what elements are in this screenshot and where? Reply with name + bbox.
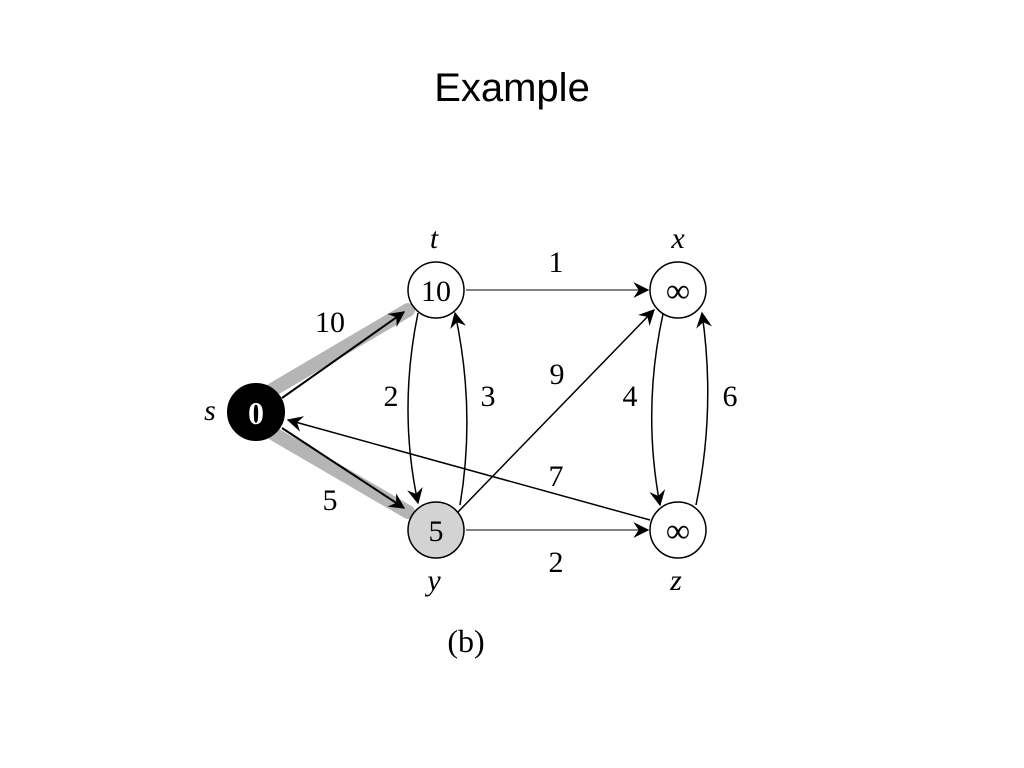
node-label-x: x [670, 222, 685, 255]
edge-weight-y-z: 2 [549, 546, 564, 579]
node-value-y: 5 [429, 515, 444, 548]
edge-weight-s-y: 5 [323, 484, 338, 517]
edge-y-x [457, 309, 655, 513]
edge-weight-t-y: 2 [384, 380, 399, 413]
edge-weight-y-t: 3 [481, 380, 496, 413]
node-z: ∞ [649, 501, 707, 559]
node-value-z: ∞ [666, 513, 690, 550]
highlight-edge-s-y [267, 427, 415, 519]
edge-weight-z-x: 6 [723, 380, 738, 413]
edge-t-y [407, 312, 423, 505]
node-value-s: 0 [248, 395, 264, 431]
edge-weight-s-t: 10 [315, 306, 345, 339]
slide-title: Example [434, 66, 590, 110]
node-label-z: z [669, 564, 682, 597]
node-y: 5 [407, 501, 465, 559]
edge-y-t [450, 311, 468, 506]
node-s: 0 [227, 383, 285, 441]
highlight-edge-s-t [265, 303, 415, 397]
node-value-x: ∞ [666, 273, 690, 310]
diagram-caption: (b) [447, 623, 484, 659]
node-value-t: 10 [421, 275, 451, 308]
edge-weight-z-s: 7 [549, 460, 564, 493]
edge-s-y [281, 427, 406, 509]
edge-weight-x-z: 4 [623, 380, 638, 413]
node-label-s: s [204, 394, 216, 427]
node-x: ∞ [649, 261, 707, 319]
edge-weight-y-x: 9 [550, 358, 565, 391]
edge-s-t [281, 311, 406, 399]
edge-z-x [695, 311, 713, 506]
node-t: 10 [407, 261, 465, 319]
node-label-y: y [424, 564, 441, 597]
edge-weight-t-x: 1 [549, 246, 564, 279]
edge-z-s [286, 416, 651, 521]
edge-x-z [649, 313, 666, 507]
node-label-t: t [430, 222, 439, 255]
